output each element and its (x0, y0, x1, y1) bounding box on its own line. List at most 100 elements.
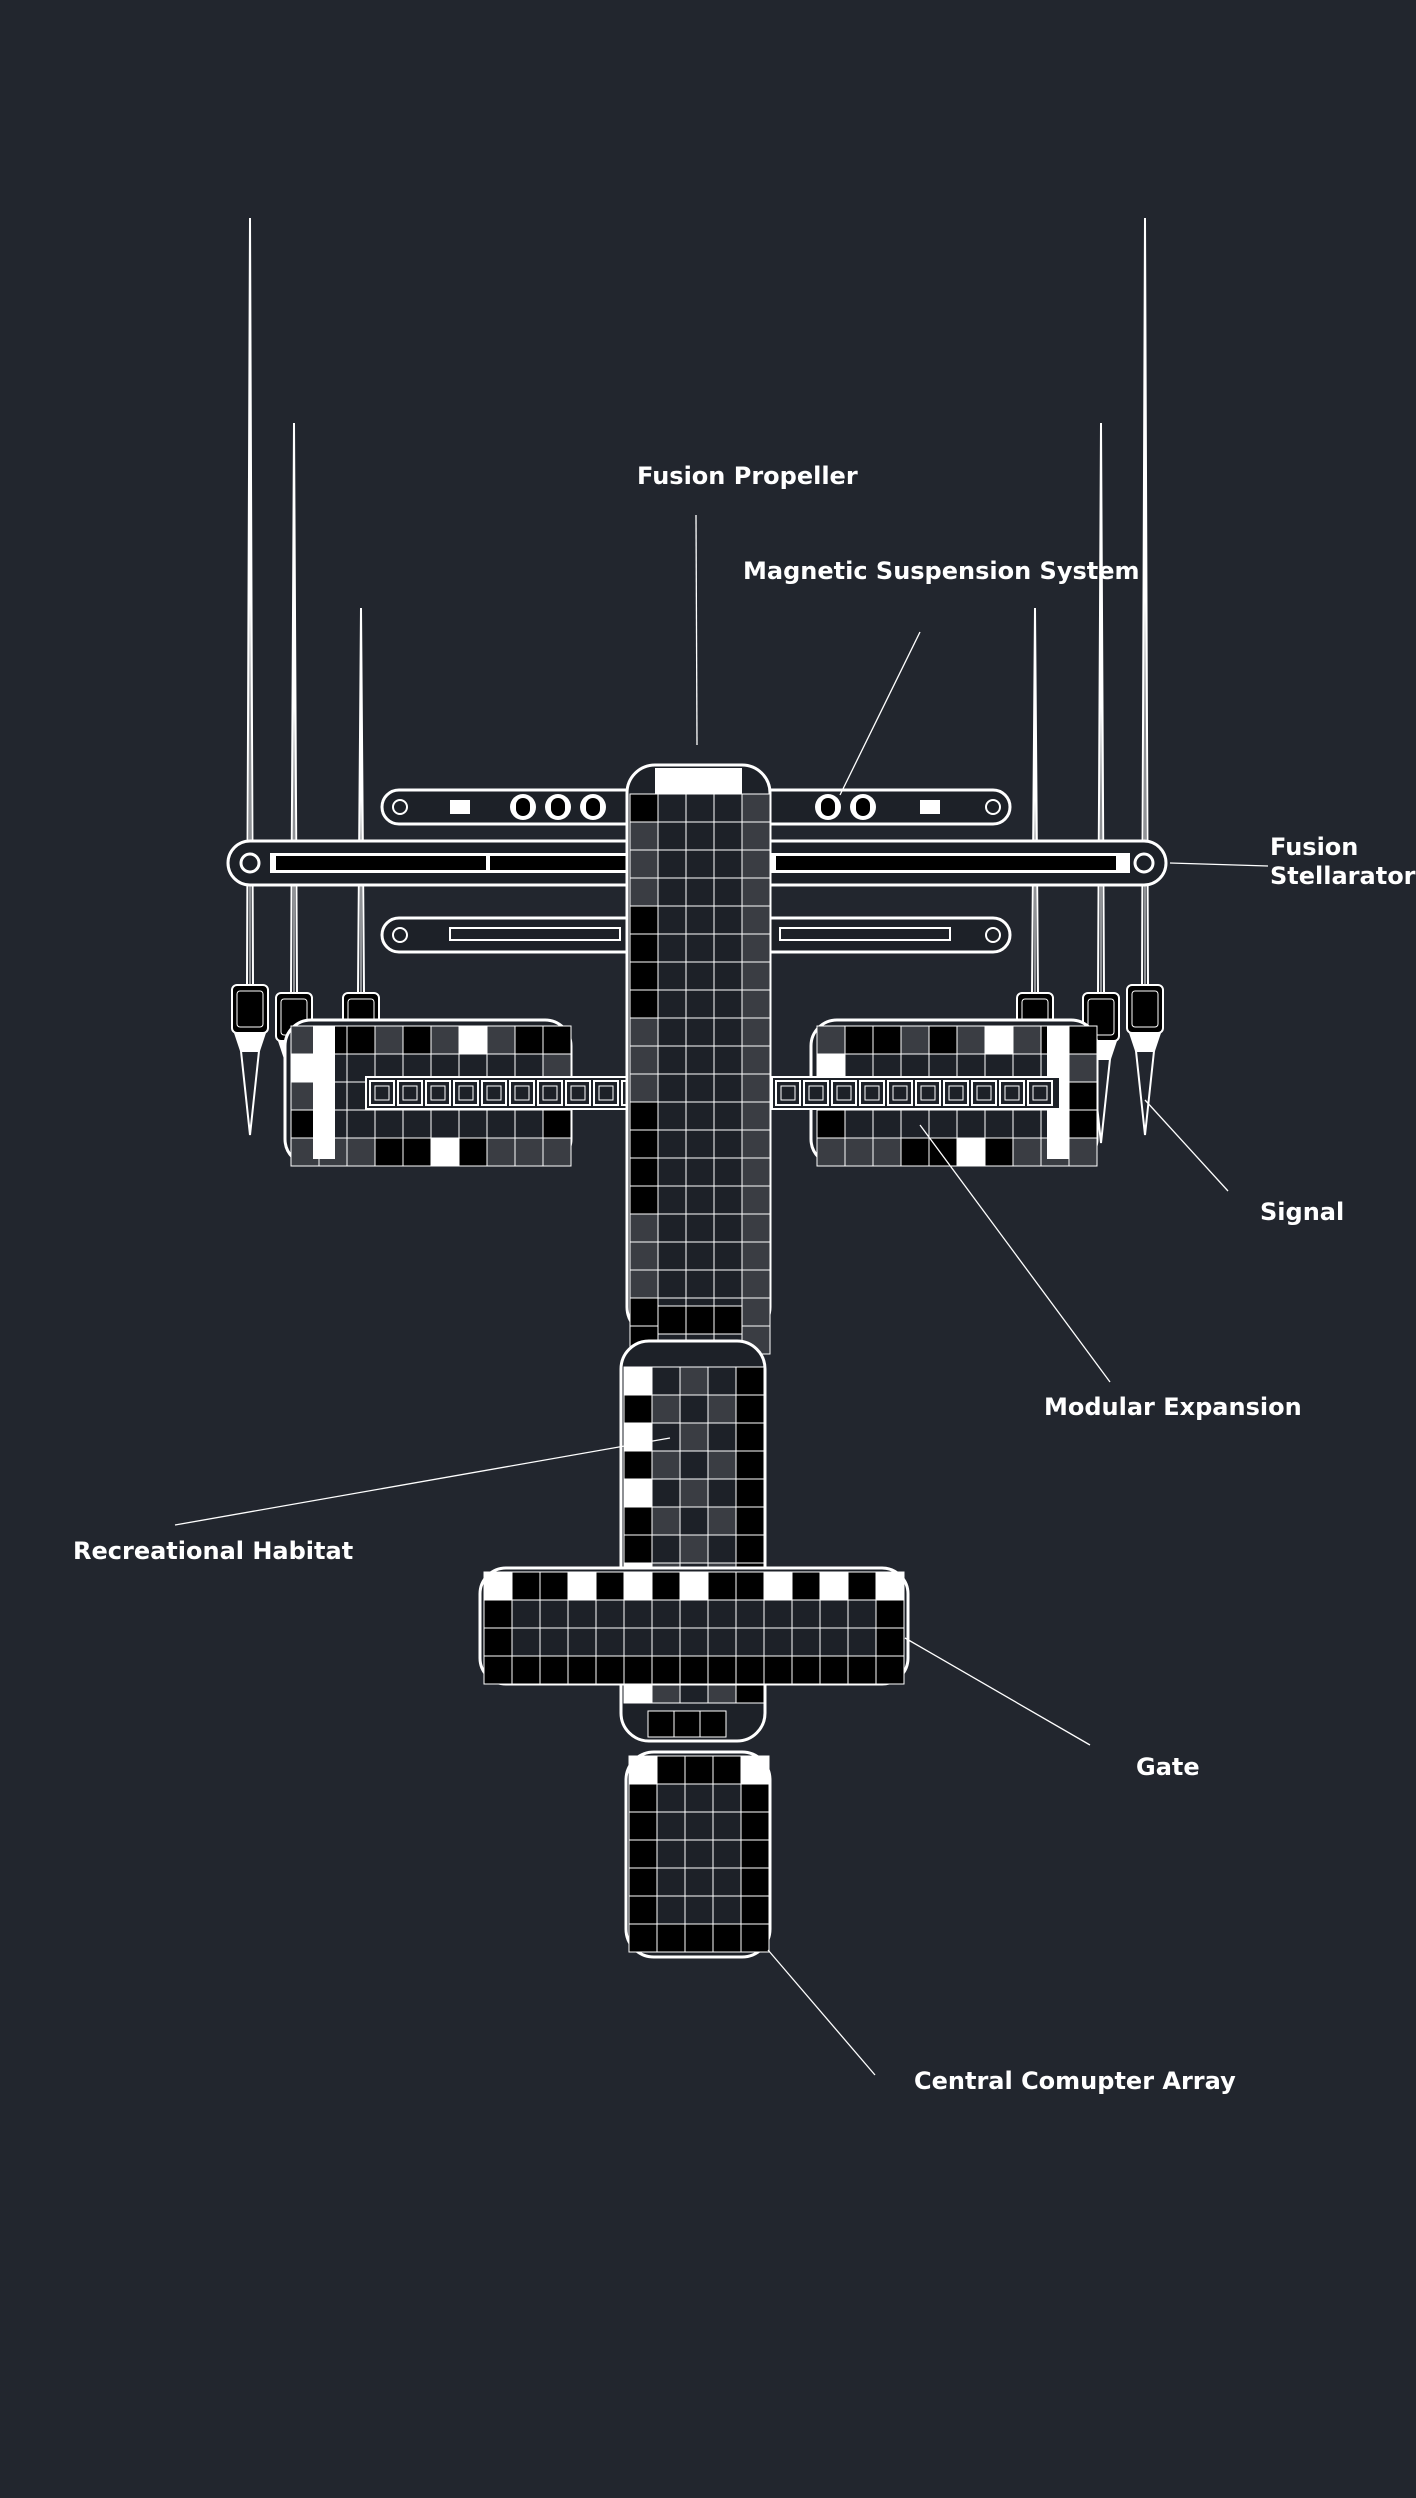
module-cell (699, 1710, 727, 1738)
truss-cell-inner (570, 1085, 586, 1101)
module-cell (819, 1627, 849, 1657)
module-cell (679, 1655, 709, 1685)
module-cell (707, 1534, 737, 1564)
module-cell (679, 1450, 709, 1480)
module-cell (623, 1422, 653, 1452)
module-cell (956, 1109, 986, 1139)
module-cell (629, 1213, 659, 1243)
module-cell (623, 1506, 653, 1536)
module-cell (656, 1895, 686, 1925)
module-cell (629, 1297, 659, 1327)
truss-cell-inner (836, 1085, 852, 1101)
module-cell (430, 1109, 460, 1139)
module-cell (763, 1655, 793, 1685)
module-cell (679, 1534, 709, 1564)
module-cell (712, 1867, 742, 1897)
module-cell (685, 1101, 715, 1131)
left-wing-end-cap (313, 1026, 335, 1159)
module-cell (816, 1025, 846, 1055)
module-cell (741, 1241, 771, 1271)
module-cell (685, 1129, 715, 1159)
module-cell (956, 1025, 986, 1055)
module-cell (685, 1045, 715, 1075)
module-cell (402, 1137, 432, 1167)
module-cell (741, 877, 771, 907)
module-cell (740, 1783, 770, 1813)
module-cell (657, 849, 687, 879)
module-cell (483, 1655, 513, 1685)
module-cell (684, 1783, 714, 1813)
module-cell (346, 1137, 376, 1167)
module-cell (740, 1867, 770, 1897)
module-cell (713, 1305, 743, 1335)
module-cell (458, 1109, 488, 1139)
module-cell (713, 1213, 743, 1243)
module-cell (651, 1599, 681, 1629)
truss-cell-inner (374, 1085, 390, 1101)
module-cell (741, 1017, 771, 1047)
module-cell (1012, 1025, 1042, 1055)
module-cell (707, 1571, 737, 1601)
module-cell (740, 1923, 770, 1953)
module-cell (844, 1025, 874, 1055)
module-cell (657, 793, 687, 823)
module-cell (684, 1867, 714, 1897)
module-cell (685, 1157, 715, 1187)
module-cell (657, 1241, 687, 1271)
truss-cell-inner (780, 1085, 796, 1101)
module-cell (740, 1755, 770, 1785)
module-cell (741, 1269, 771, 1299)
module-cell (679, 1394, 709, 1424)
antenna-collar (1129, 1033, 1161, 1051)
module-cell (623, 1366, 653, 1396)
module-cell (956, 1137, 986, 1167)
module-cell (847, 1571, 877, 1601)
module-cell (623, 1655, 653, 1685)
module-cell (741, 1157, 771, 1187)
module-cell (741, 1297, 771, 1327)
module-cell (791, 1571, 821, 1601)
module-cell (657, 1269, 687, 1299)
magnetic-coil-core (586, 798, 600, 816)
module-cell (713, 793, 743, 823)
module-cell (623, 1450, 653, 1480)
module-cell (623, 1478, 653, 1508)
leader-line (919, 1124, 1111, 1383)
module-cell (514, 1025, 544, 1055)
truss-cell-inner (514, 1085, 530, 1101)
module-cell (816, 1109, 846, 1139)
module-cell (685, 821, 715, 851)
module-cell (539, 1627, 569, 1657)
module-cell (713, 1269, 743, 1299)
module-cell (741, 1213, 771, 1243)
module-cell (629, 877, 659, 907)
module-cell (651, 1478, 681, 1508)
module-cell (567, 1571, 597, 1601)
module-cell (629, 1017, 659, 1047)
module-cell (539, 1655, 569, 1685)
module-cell (740, 1811, 770, 1841)
module-cell (651, 1394, 681, 1424)
module-cell (685, 933, 715, 963)
module-cell (685, 1269, 715, 1299)
truss-cell (481, 1080, 507, 1106)
module-cell (595, 1599, 625, 1629)
module-cell (791, 1655, 821, 1685)
module-cell (928, 1025, 958, 1055)
module-cell (685, 1305, 715, 1335)
module-cell (539, 1571, 569, 1601)
leader-lines (174, 514, 1269, 2076)
module-cell (707, 1655, 737, 1685)
module-cell (673, 1710, 701, 1738)
truss-cell (831, 1080, 857, 1106)
module-cell (685, 1185, 715, 1215)
rail-bolt (392, 799, 408, 815)
module-cell (656, 1783, 686, 1813)
module-cell (629, 1045, 659, 1075)
module-cell (872, 1137, 902, 1167)
truss-cell (425, 1080, 451, 1106)
module-cell (685, 793, 715, 823)
module-cell (657, 821, 687, 851)
module-cell (1068, 1137, 1098, 1167)
module-cell (679, 1422, 709, 1452)
